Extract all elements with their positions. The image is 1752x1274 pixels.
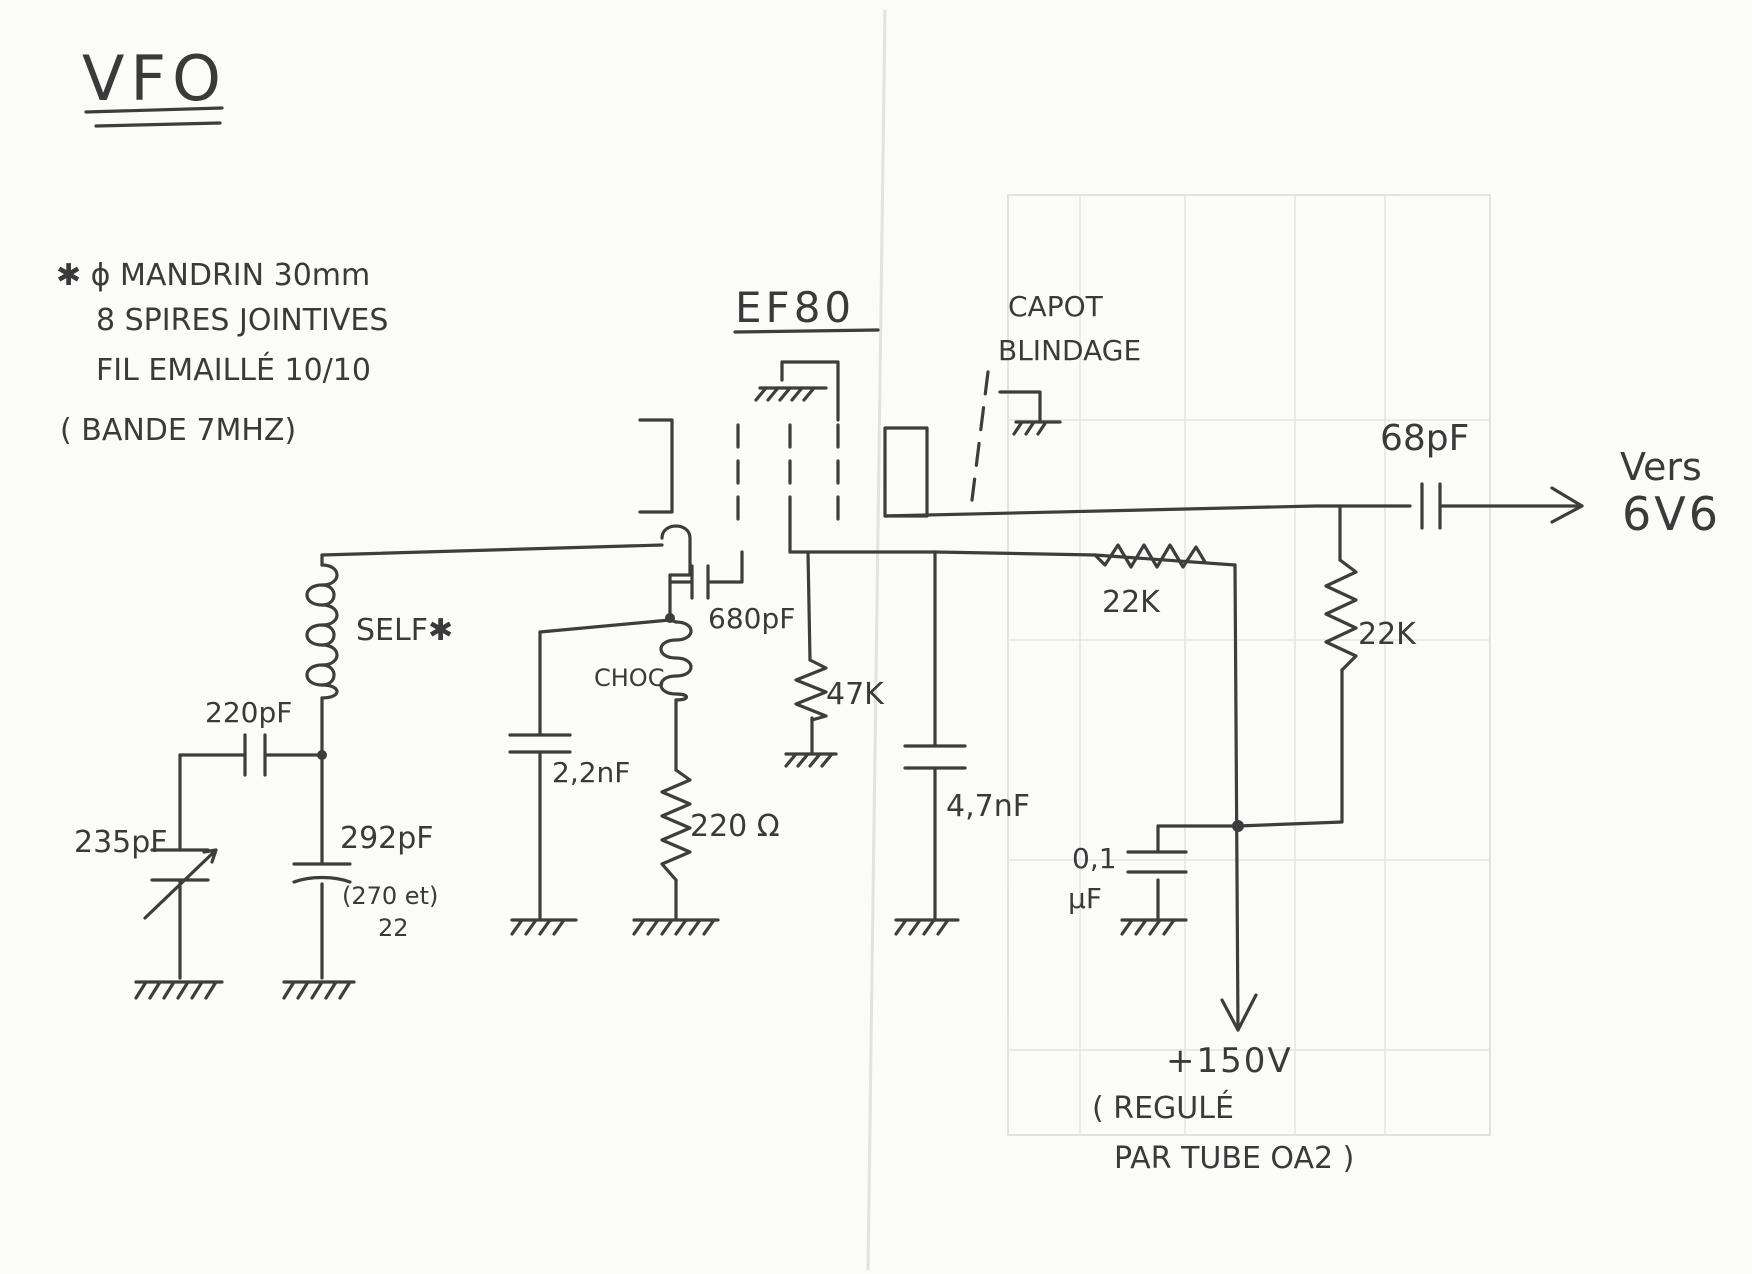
tube-label-underline bbox=[733, 328, 880, 334]
title-underline bbox=[84, 106, 224, 128]
r-220-label: 220 Ω bbox=[690, 809, 780, 844]
ground-235pf bbox=[134, 980, 224, 1000]
wiring bbox=[178, 486, 1584, 1032]
c-220pf-label: 220pF bbox=[205, 696, 292, 729]
c-292pf-note-2: 22 bbox=[378, 914, 409, 942]
resistor-220-ohm bbox=[660, 768, 692, 882]
resistor-22k-anode bbox=[1324, 558, 1358, 672]
resistor-22k-screen bbox=[1093, 543, 1207, 569]
capacitor-680pf bbox=[690, 564, 710, 600]
output-label-line2: 6V6 bbox=[1622, 487, 1721, 541]
self-inductor bbox=[305, 563, 339, 700]
resistor-47k bbox=[794, 658, 828, 722]
capacitor-68pf bbox=[1420, 482, 1442, 530]
choke-label: CHOC bbox=[594, 664, 664, 692]
title-vfo: VFO bbox=[82, 42, 227, 115]
c-68pf-label: 68pF bbox=[1380, 418, 1469, 459]
shield-label-line1: CAPOT bbox=[1008, 290, 1104, 323]
junction-dot bbox=[317, 750, 327, 760]
ground-0u1 bbox=[1120, 918, 1188, 936]
capacitor-292pf bbox=[292, 862, 352, 884]
ef80-tube bbox=[638, 360, 1042, 577]
supply-label-line1: +150V bbox=[1166, 1041, 1293, 1081]
c-0u1-label-1: 0,1 bbox=[1072, 842, 1117, 875]
paper-fold bbox=[866, 9, 887, 1271]
capacitor-4n7 bbox=[903, 744, 967, 770]
shield-label-line2: BLINDAGE bbox=[998, 334, 1141, 367]
ground-47k bbox=[784, 752, 838, 768]
c-680pf-label: 680pF bbox=[708, 602, 795, 635]
ground-220-ohm bbox=[632, 918, 720, 936]
c-4n7-label: 4,7nF bbox=[946, 789, 1030, 824]
ground-tube-top bbox=[754, 386, 828, 402]
supply-label-line3: PAR TUBE OA2 ) bbox=[1114, 1141, 1354, 1176]
ground-shield bbox=[1012, 420, 1062, 436]
supply-label-line2: ( REGULÉ bbox=[1092, 1090, 1234, 1126]
choke-inductor bbox=[659, 618, 693, 702]
output-label-line1: Vers bbox=[1620, 445, 1702, 489]
capacitor-220pf bbox=[243, 733, 267, 777]
c-235pf-label: 235pF bbox=[74, 825, 168, 860]
bleed-through-table bbox=[1007, 194, 1491, 1136]
capacitor-2n2 bbox=[508, 733, 572, 754]
r-22k-a-label: 22K bbox=[1102, 585, 1161, 620]
ground-292pf bbox=[282, 980, 356, 1000]
coil-note-line4: ( BANDE 7MHZ) bbox=[60, 413, 296, 448]
c-2n2-label: 2,2nF bbox=[552, 756, 630, 789]
c-292pf-note-1: (270 et) bbox=[342, 882, 438, 910]
c-292pf-label: 292pF bbox=[340, 821, 434, 856]
coil-note-line1: ✱ ϕ MANDRIN 30mm bbox=[56, 258, 370, 293]
ground-4n7 bbox=[894, 918, 960, 936]
r-47k-label: 47K bbox=[826, 677, 885, 712]
ground-2n2 bbox=[510, 918, 578, 936]
c-0u1-label-2: μF bbox=[1068, 882, 1102, 915]
tube-label: EF80 bbox=[735, 283, 855, 332]
capacitor-0u1 bbox=[1126, 850, 1188, 874]
variable-capacitor-235pf bbox=[143, 848, 218, 920]
self-label: SELF✱ bbox=[356, 613, 453, 648]
junction-dot bbox=[1232, 820, 1244, 832]
coil-note-line3: FIL EMAILLÉ 10/10 bbox=[96, 352, 371, 388]
r-22k-b-label: 22K bbox=[1358, 617, 1417, 652]
coil-note-line2: 8 SPIRES JOINTIVES bbox=[96, 303, 388, 338]
